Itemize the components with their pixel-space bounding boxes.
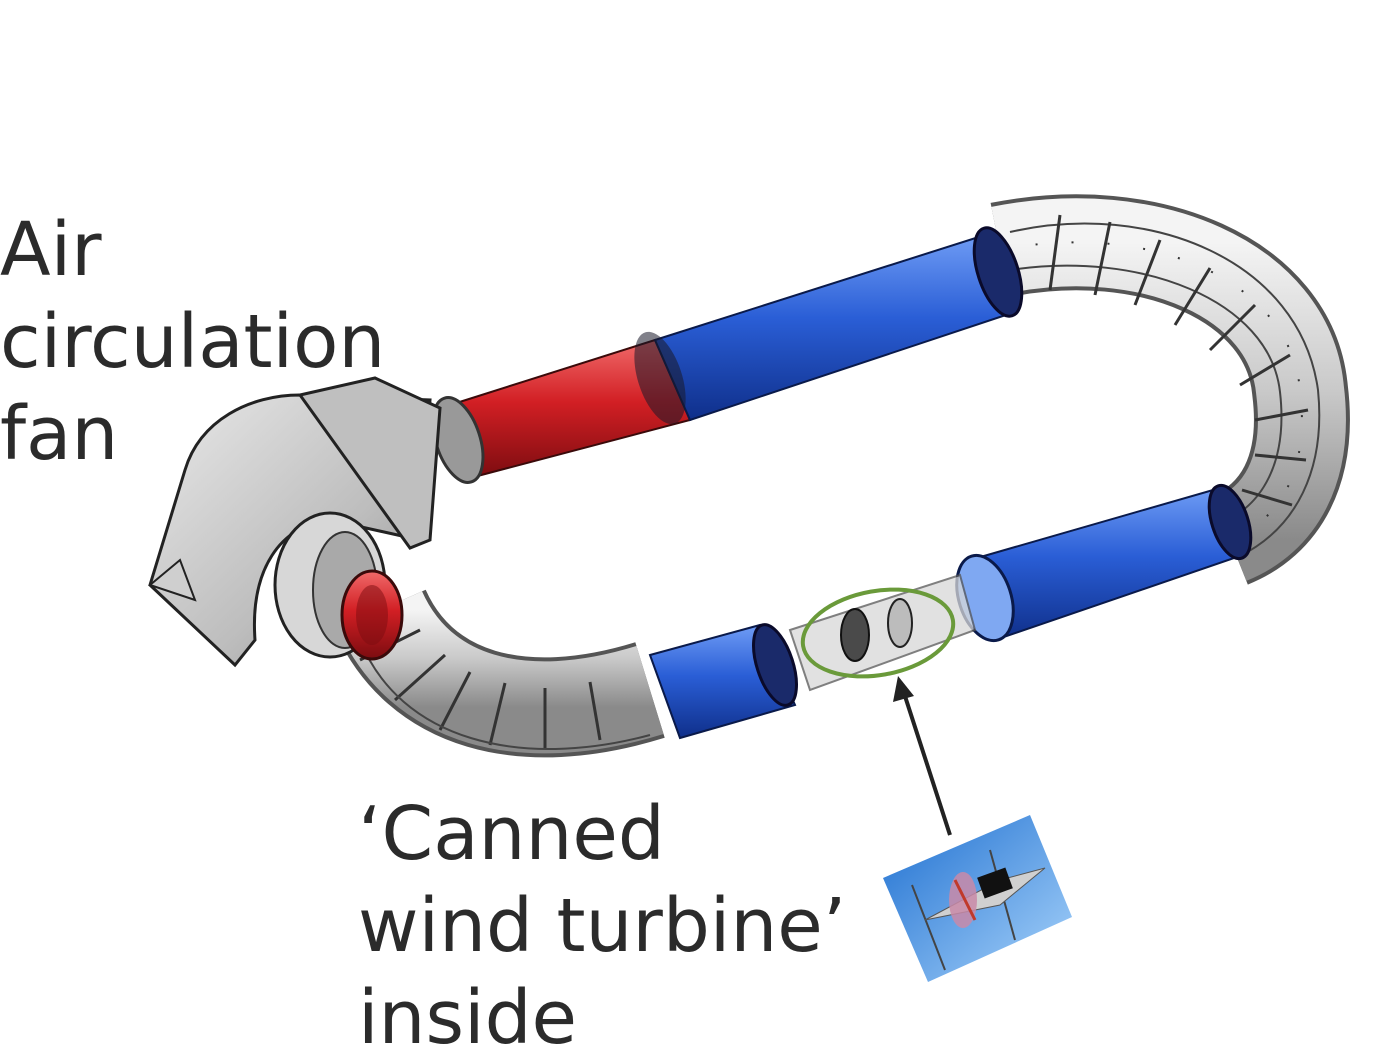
fan-label-line-2: circulation (0, 299, 386, 385)
fan-label-line-1: Air (0, 207, 102, 293)
turbine-label: ‘Canned wind turbine’ inside (358, 788, 846, 1064)
pointer-arrow (893, 676, 952, 836)
fan-housing-icon (147, 376, 442, 668)
turbine-highlight-ellipse (800, 587, 956, 679)
wind-turbine-icon (883, 815, 1072, 982)
left-bend-duct (334, 587, 665, 758)
fan-label: Air circulation fan (0, 204, 385, 480)
turbine-label-line-3: inside (358, 975, 578, 1061)
fan-outlet-ring (340, 569, 404, 661)
turbine-label-line-1: ‘Canned (358, 791, 665, 877)
turbine-label-line-2: wind turbine’ (358, 883, 847, 969)
top-duct (431, 226, 1024, 484)
bottom-duct (648, 483, 1253, 740)
fan-label-line-3: fan (0, 391, 119, 477)
turbine-rotor-icon (840, 608, 870, 662)
right-bend-duct (990, 194, 1350, 585)
